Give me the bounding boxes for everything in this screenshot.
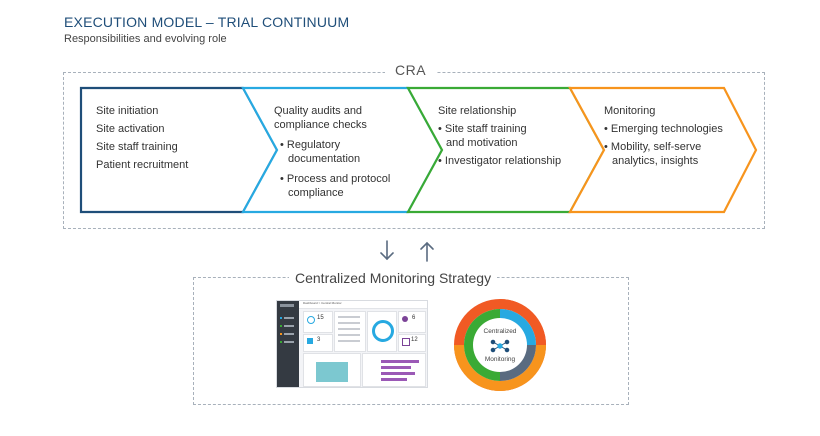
wheel-center-line1: Centralized: [484, 328, 517, 335]
donut-card: [367, 311, 397, 352]
network-icon: [490, 339, 510, 353]
stage-2-line: Quality audits and: [274, 105, 363, 117]
stage-3-bullet: • Site staff training: [438, 123, 527, 135]
chevron-stage-4: [568, 86, 758, 214]
stage-2-line: compliance checks: [274, 119, 367, 131]
stage-1-line: Site initiation: [96, 105, 159, 117]
wheel-center-line2: Monitoring: [485, 356, 516, 363]
stage-3-bullet-cont: and motivation: [446, 137, 518, 149]
kpi-card: 12: [398, 334, 426, 352]
stage-2-bullet-cont: documentation: [288, 153, 361, 165]
monitoring-wheel: Centralized Monitoring: [454, 299, 546, 391]
stage-2-bullet: • Process and protocol: [280, 173, 391, 185]
stage-1-text: Site initiation Site activation Site sta…: [96, 104, 246, 172]
bar-panel: [362, 353, 426, 387]
stage-4-bullet: • Mobility, self-serve: [604, 141, 702, 153]
stage-2-text: Quality audits and compliance checks • R…: [274, 104, 414, 200]
stage-2-bullet: • Regulatory: [280, 139, 341, 151]
stage-4-bullet: • Emerging technologies: [604, 123, 723, 135]
stage-4-bullet-cont: analytics, insights: [612, 155, 699, 167]
kpi-card: 15: [303, 311, 333, 333]
teal-panel: [303, 353, 361, 387]
list-card: [334, 311, 366, 352]
flow-arrows: [380, 240, 434, 262]
stage-1-line: Site staff training: [96, 141, 178, 153]
stage-4-line: Monitoring: [604, 105, 656, 117]
cra-label: CRA: [385, 62, 437, 78]
kpi-card: 3: [303, 334, 333, 352]
page-title: EXECUTION MODEL – TRIAL CONTINUUM: [64, 14, 350, 30]
arrow-up-icon: [420, 241, 434, 262]
stage-1-line: Patient recruitment: [96, 159, 189, 171]
kpi-card: 6: [398, 311, 426, 333]
arrow-down-icon: [380, 240, 394, 261]
dashboard-thumbnail: Dashboard > Central Monitor 15 3 6 12: [276, 300, 428, 388]
stage-2-bullet-cont: compliance: [288, 187, 344, 199]
cms-label: Centralized Monitoring Strategy: [289, 270, 498, 286]
stage-3-line: Site relationship: [438, 105, 517, 117]
dashboard-breadcrumb: Dashboard > Central Monitor: [299, 301, 427, 309]
page-subtitle: Responsibilities and evolving role: [64, 33, 227, 45]
stage-3-bullet: • Investigator relationship: [438, 155, 562, 167]
stage-4-text: Monitoring • Emerging technologies • Mob…: [604, 104, 744, 168]
stage-3-text: Site relationship • Site staff training …: [438, 104, 578, 168]
stage-1-line: Site activation: [96, 123, 165, 135]
dashboard-sidebar: [277, 301, 299, 387]
